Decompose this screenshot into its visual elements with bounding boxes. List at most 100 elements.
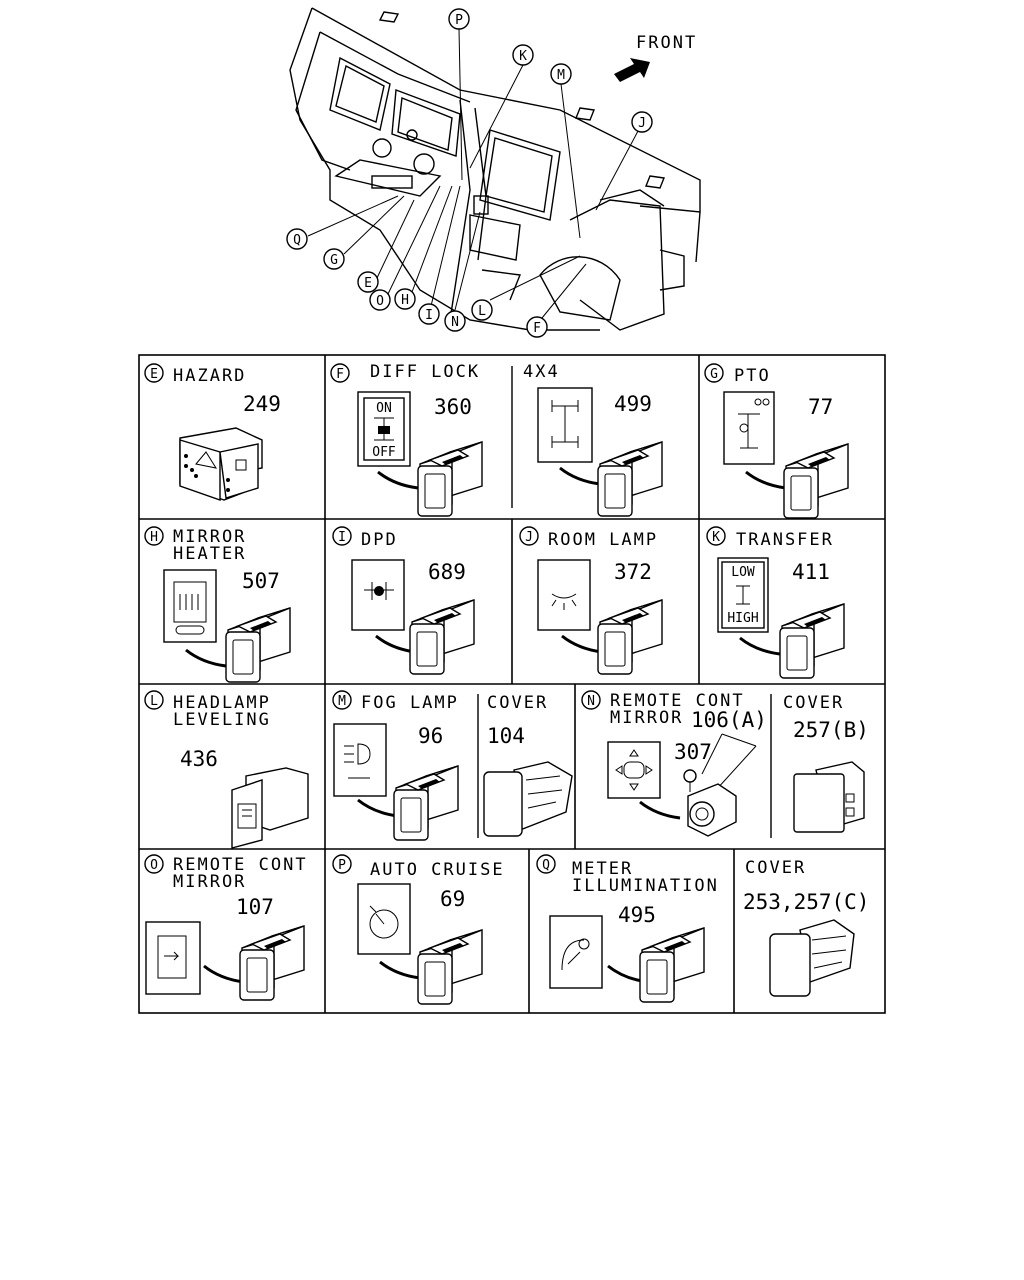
svg-text:Q: Q (293, 233, 301, 248)
svg-text:LOW: LOW (731, 565, 755, 580)
cell-letter: F (336, 367, 344, 382)
cell-title: AUTO CRUISE (370, 860, 505, 880)
cell-F-diff-lock: F DIFF LOCK 360 ON OFF (330, 362, 483, 517)
cell-title-line1: MIRROR (173, 527, 246, 547)
svg-text:L: L (478, 304, 486, 319)
callout-Q: Q (286, 228, 308, 250)
cell-title-line2: HEATER (173, 544, 246, 564)
part-number: 436 (180, 747, 218, 771)
mirror-control-symbol-icon (607, 741, 661, 799)
callout-O: O (369, 289, 391, 311)
cell-title-line1: REMOTE CONT (173, 855, 308, 875)
cell-letter: G (710, 367, 718, 382)
dpd-switch-icon (409, 599, 475, 675)
cell-letter: L (150, 694, 158, 709)
cell-title: ROOM LAMP (548, 530, 658, 550)
auto-cruise-switch-icon (417, 929, 483, 1005)
cell-title-line1: HEADLAMP (173, 693, 271, 713)
svg-text:E: E (364, 276, 372, 291)
cell-letter: K (712, 530, 720, 545)
meter-illumination-switch-icon (639, 927, 705, 1003)
cell-letter: N (587, 694, 595, 709)
cell-J-room-lamp: J ROOM LAMP 372 (519, 526, 663, 675)
cell-cover-104: COVER 104 (483, 693, 573, 837)
callout-E: E (357, 271, 379, 293)
svg-text:P: P (455, 13, 463, 28)
cell-title-line1: REMOTE CONT (610, 691, 745, 711)
part-number: 253,257(C) (743, 890, 869, 914)
cell-title-line1: METER (572, 859, 633, 879)
cover-icon (793, 761, 865, 833)
part-number: 689 (428, 560, 466, 584)
pto-switch-icon (783, 443, 849, 519)
cell-title-line2: MIRROR (610, 708, 683, 728)
part-number: 360 (434, 395, 472, 419)
hazard-switch-icon (179, 427, 263, 501)
cell-title: HAZARD (173, 366, 246, 386)
remote-mirror-symbol-icon (145, 921, 201, 995)
4x4-symbol-icon (537, 387, 593, 463)
cover-icon (483, 761, 573, 837)
room-lamp-switch-icon (597, 599, 663, 675)
callout-K: K (512, 44, 534, 66)
part-number: 507 (242, 569, 280, 593)
dashboard-overview: P K M J Q G E O H I N L F FRONT (286, 7, 701, 338)
svg-text:HIGH: HIGH (727, 611, 758, 626)
part-number: 372 (614, 560, 652, 584)
cell-title-line2: LEVELING (173, 710, 271, 730)
svg-text:H: H (401, 293, 409, 308)
svg-text:OFF: OFF (372, 445, 396, 460)
cell-4x4: 4X4 499 (523, 362, 663, 517)
screw-icon (683, 769, 697, 792)
part-number: 96 (418, 724, 443, 748)
cell-letter: O (150, 858, 158, 873)
cell-title: TRANSFER (736, 530, 834, 550)
callout-M: M (550, 63, 572, 85)
pto-symbol-icon (723, 391, 775, 465)
room-lamp-symbol-icon (537, 559, 591, 631)
cell-K-transfer: K TRANSFER 411 LOW HIGH (706, 526, 845, 679)
cell-title: FOG LAMP (361, 693, 459, 713)
svg-text:N: N (451, 315, 459, 330)
cell-M-fog-lamp: M FOG LAMP 96 (332, 690, 459, 841)
part-number: 495 (618, 903, 656, 927)
remote-mirror-switch-icon (239, 925, 305, 1001)
cell-title-line2: MIRROR (173, 872, 246, 892)
svg-text:O: O (376, 294, 384, 309)
auto-cruise-symbol-icon (357, 883, 411, 955)
cell-title: COVER (745, 858, 806, 878)
part-number: 257(B) (793, 718, 869, 742)
cell-G-pto: G PTO 77 (704, 363, 849, 519)
cell-title-line2: ILLUMINATION (572, 876, 719, 896)
cell-Q-meter-illumination: Q METER ILLUMINATION 495 (536, 854, 719, 1003)
callout-J: J (631, 111, 653, 133)
part-number: 249 (243, 392, 281, 416)
cell-title: DPD (361, 530, 398, 550)
front-label: FRONT (636, 33, 697, 53)
mirror-control-switch-icon (687, 783, 737, 837)
cell-E-hazard: E HAZARD 249 (144, 363, 281, 501)
transfer-symbol-icon: LOW HIGH (717, 557, 769, 633)
svg-text:M: M (557, 68, 565, 83)
cell-letter: M (338, 694, 346, 709)
svg-text:J: J (638, 116, 646, 131)
callout-F: F (526, 316, 548, 338)
svg-text:G: G (330, 253, 338, 268)
callout-N: N (444, 310, 466, 332)
svg-text:ON: ON (376, 401, 392, 416)
cell-title: COVER (487, 693, 548, 713)
parts-grid (138, 354, 886, 1014)
cell-O-remote-cont-mirror: O REMOTE CONT MIRROR 107 (144, 854, 308, 1001)
cell-letter: H (150, 530, 158, 545)
callout-I: I (418, 303, 440, 325)
cell-L-headlamp-leveling: L HEADLAMP LEVELING 436 (144, 690, 309, 849)
mirror-heater-symbol-icon (163, 569, 217, 643)
part-number: 104 (487, 724, 525, 748)
fog-lamp-symbol-icon (333, 723, 387, 797)
cell-N-remote-cont-mirror: N REMOTE CONT MIRROR 106(A) 307 (581, 690, 767, 837)
cell-title: COVER (783, 693, 844, 713)
svg-text:K: K (519, 49, 527, 64)
cell-letter: E (150, 367, 158, 382)
svg-text:I: I (425, 308, 433, 323)
